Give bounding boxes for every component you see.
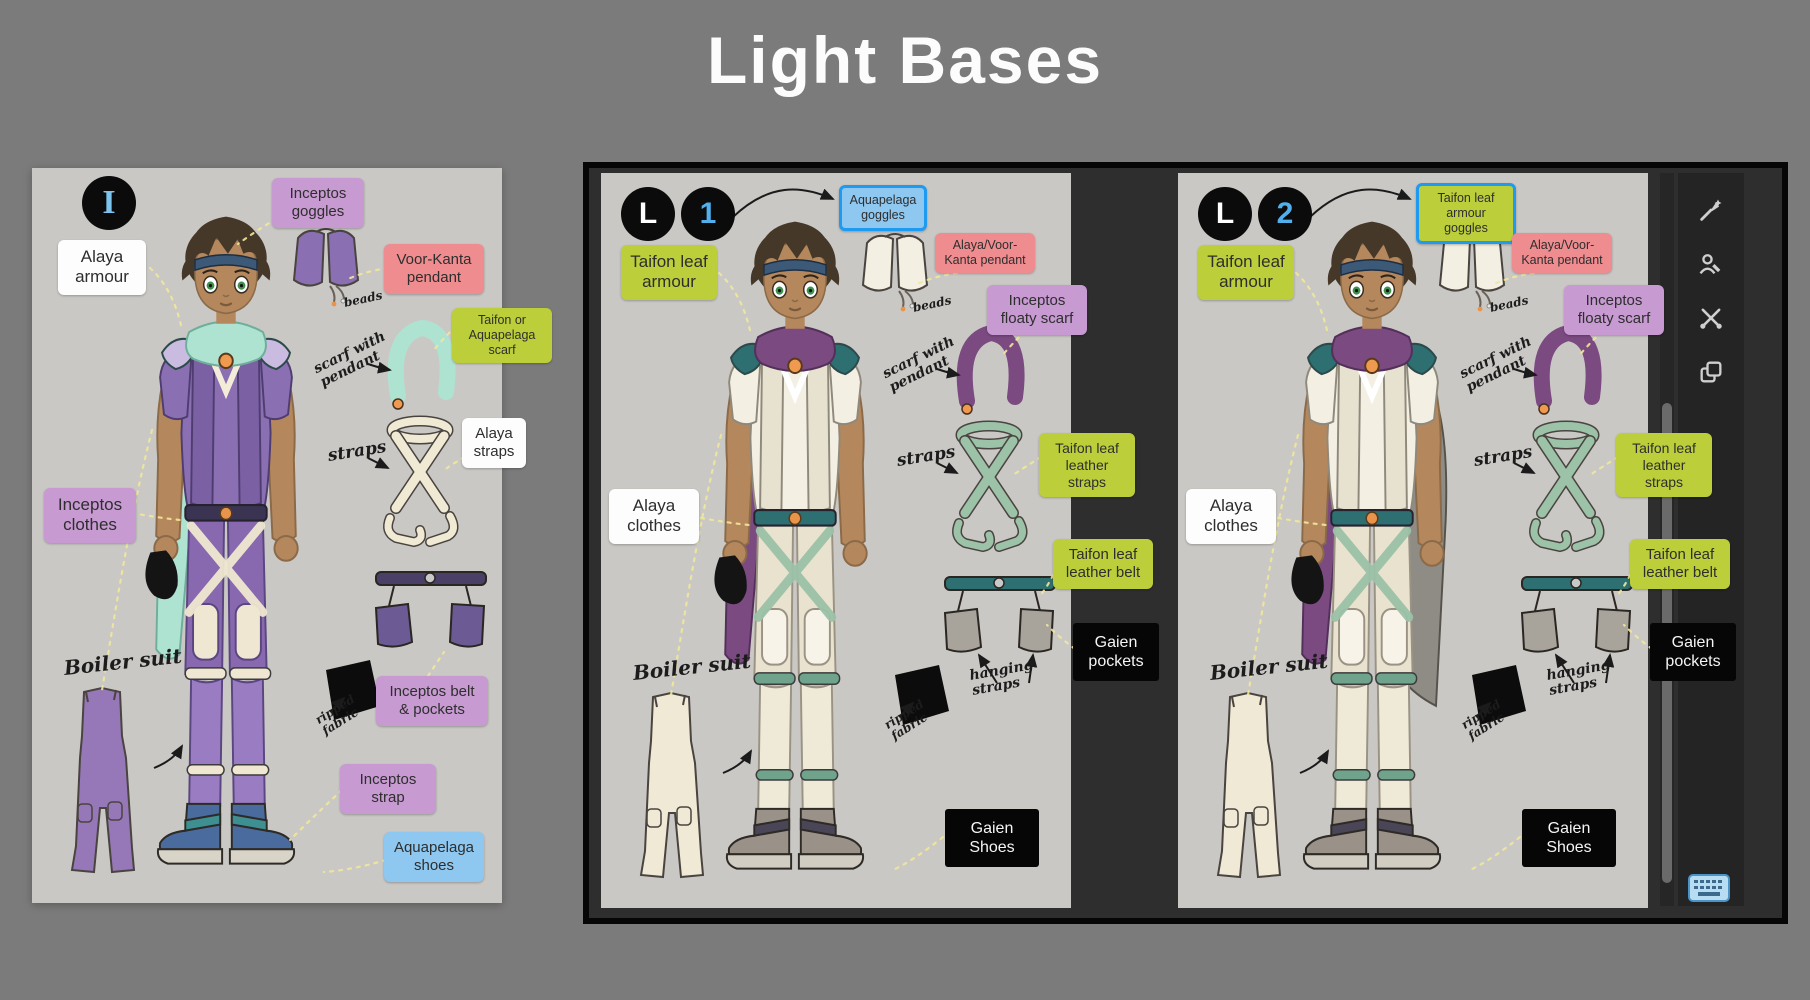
character-tool-button[interactable]: [1688, 241, 1734, 287]
character-figure: [100, 196, 352, 876]
panel-inceptos-base: I: [32, 168, 552, 903]
label-aquapelaga-goggles: Aquapelaga goggles: [839, 185, 927, 231]
label-alaya-clothes: Alaya clothes: [1186, 489, 1276, 544]
label-aquapelaga-shoes: Aquapelaga shoes: [384, 832, 484, 882]
label-taifon-leaf-leather-belt: Taifon leaf leather belt: [1053, 539, 1153, 589]
scissors-icon: [1700, 308, 1722, 329]
panel-light-base-1: L 1: [601, 173, 1159, 908]
label-inceptos-floaty-scarf: Inceptos floaty scarf: [987, 285, 1087, 335]
badge-letter-l: L: [621, 187, 675, 241]
keyboard-toggle-button[interactable]: [1687, 872, 1731, 904]
layers-tool-button[interactable]: [1688, 349, 1734, 395]
label-taifon-leaf-armour-goggles: Taifon leaf armour goggles: [1416, 183, 1516, 244]
label-taifon-leaf-leather-straps: Taifon leaf leather straps: [1616, 433, 1712, 498]
label-gaien-shoes: Gaien Shoes: [945, 809, 1039, 868]
note-hanging-straps: hanging straps: [1545, 657, 1612, 699]
brush-tool-button[interactable]: [1688, 187, 1734, 233]
label-inceptos-strap: Inceptos strap: [340, 764, 436, 814]
brush-icon: [1700, 199, 1722, 221]
drawing-app-window: L 1: [583, 162, 1788, 924]
label-taifon-leaf-armour: Taifon leaf armour: [1198, 245, 1294, 300]
layers-icon: [1700, 361, 1722, 383]
label-gaien-pockets: Gaien pockets: [1650, 623, 1736, 682]
label-gaien-shoes: Gaien Shoes: [1522, 809, 1616, 868]
panel-light-base-2: L 2: [1178, 173, 1736, 908]
label-alaya-straps: Alaya straps: [462, 418, 526, 468]
label-taifon-leaf-leather-belt: Taifon leaf leather belt: [1630, 539, 1730, 589]
badge-letter-i: I: [82, 176, 136, 230]
label-inceptos-floaty-scarf: Inceptos floaty scarf: [1564, 285, 1664, 335]
label-alaya-clothes: Alaya clothes: [609, 489, 699, 544]
label-taifon-leaf-armour: Taifon leaf armour: [621, 245, 717, 300]
note-hanging-straps: hanging straps: [968, 657, 1035, 699]
label-alaya-voor-kanta-pendant: Alaya/Voor-Kanta pendant: [1512, 233, 1612, 273]
label-inceptos-goggles: Inceptos goggles: [272, 178, 364, 228]
badge-number-2: 2: [1258, 187, 1312, 241]
keyboard-icon: [1688, 874, 1730, 902]
character-figure: [1246, 201, 1498, 881]
label-alaya-armour: Alaya armour: [58, 240, 146, 295]
label-gaien-pockets: Gaien pockets: [1073, 623, 1159, 682]
label-taifon-leaf-leather-straps: Taifon leaf leather straps: [1039, 433, 1135, 498]
badge-number-1: 1: [681, 187, 735, 241]
label-inceptos-belt-pockets: Inceptos belt & pockets: [376, 676, 488, 726]
label-voor-kanta-pendant: Voor-Kanta pendant: [384, 244, 484, 294]
label-taifon-or-aquapelaga-scarf: Taifon or Aquapelaga scarf: [452, 308, 552, 363]
label-alaya-voor-kanta-pendant: Alaya/Voor-Kanta pendant: [935, 233, 1035, 273]
character-edit-icon: [1699, 254, 1721, 275]
badge-letter-l: L: [1198, 187, 1252, 241]
character-figure: [669, 201, 921, 881]
cut-tool-button[interactable]: [1688, 295, 1734, 341]
page-title: Light Bases: [706, 23, 1104, 97]
label-inceptos-clothes: Inceptos clothes: [44, 488, 136, 543]
